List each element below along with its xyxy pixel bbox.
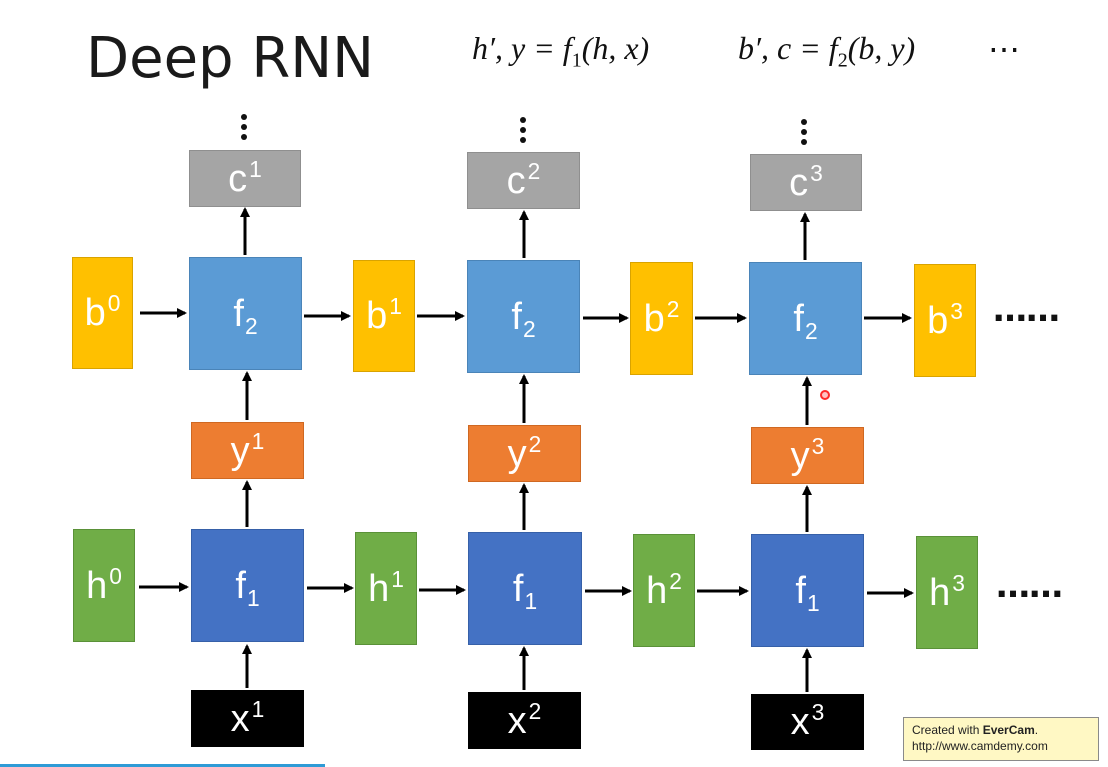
b3-box: b3 [914, 264, 976, 377]
f1-cell-3: f1 [751, 534, 864, 647]
formula-f1-args: (h, x) [581, 30, 650, 66]
c1-box: c1 [189, 150, 301, 207]
x3-box: x3 [751, 694, 864, 750]
f1-cell-2: f1 [468, 532, 582, 645]
f2-cell-1: f2 [189, 257, 302, 370]
formula-f2-sub: 2 [837, 49, 848, 72]
vertical-ellipsis-3 [801, 119, 807, 149]
vertical-ellipsis-1 [241, 114, 247, 144]
x2-box: x2 [468, 692, 581, 749]
vertical-ellipsis-2 [520, 117, 526, 147]
h2-box: h2 [633, 534, 695, 647]
formula-f1: h′, y = f1(h, x) [472, 30, 649, 72]
formula-ellipsis: ⋯ [988, 31, 1020, 67]
f2-cell-3: f2 [749, 262, 862, 375]
b0-box: b0 [72, 257, 133, 369]
pointer-cursor-marker [820, 390, 830, 400]
f1-cell-1: f1 [191, 529, 304, 642]
b2-box: b2 [630, 262, 693, 375]
watermark-url: http://www.camdemy.com [912, 739, 1048, 753]
upper-layer-continuation: …… [993, 290, 1060, 330]
formula-f1-lhs: h′, y = f [472, 30, 572, 66]
x1-box: x1 [191, 690, 304, 747]
y3-box: y3 [751, 427, 864, 484]
formula-f2: b′, c = f2(b, y) [738, 30, 915, 72]
c2-box: c2 [467, 152, 580, 209]
b1-box: b1 [353, 260, 415, 372]
bottom-accent-line [0, 764, 325, 767]
h0-box: h0 [73, 529, 135, 642]
slide-title: Deep RNN [86, 26, 375, 91]
y1-box: y1 [191, 422, 304, 479]
c3-box: c3 [750, 154, 862, 211]
y2-box: y2 [468, 425, 581, 482]
h1-box: h1 [355, 532, 417, 645]
f2-cell-2: f2 [467, 260, 580, 373]
formula-f2-lhs: b′, c = f [738, 30, 838, 66]
lower-layer-continuation: …… [996, 566, 1063, 606]
h3-box: h3 [916, 536, 978, 649]
formula-f2-args: (b, y) [847, 30, 916, 66]
evercam-watermark: Created with EverCam. http://www.camdemy… [903, 717, 1099, 761]
formula-f1-sub: 1 [571, 49, 582, 72]
